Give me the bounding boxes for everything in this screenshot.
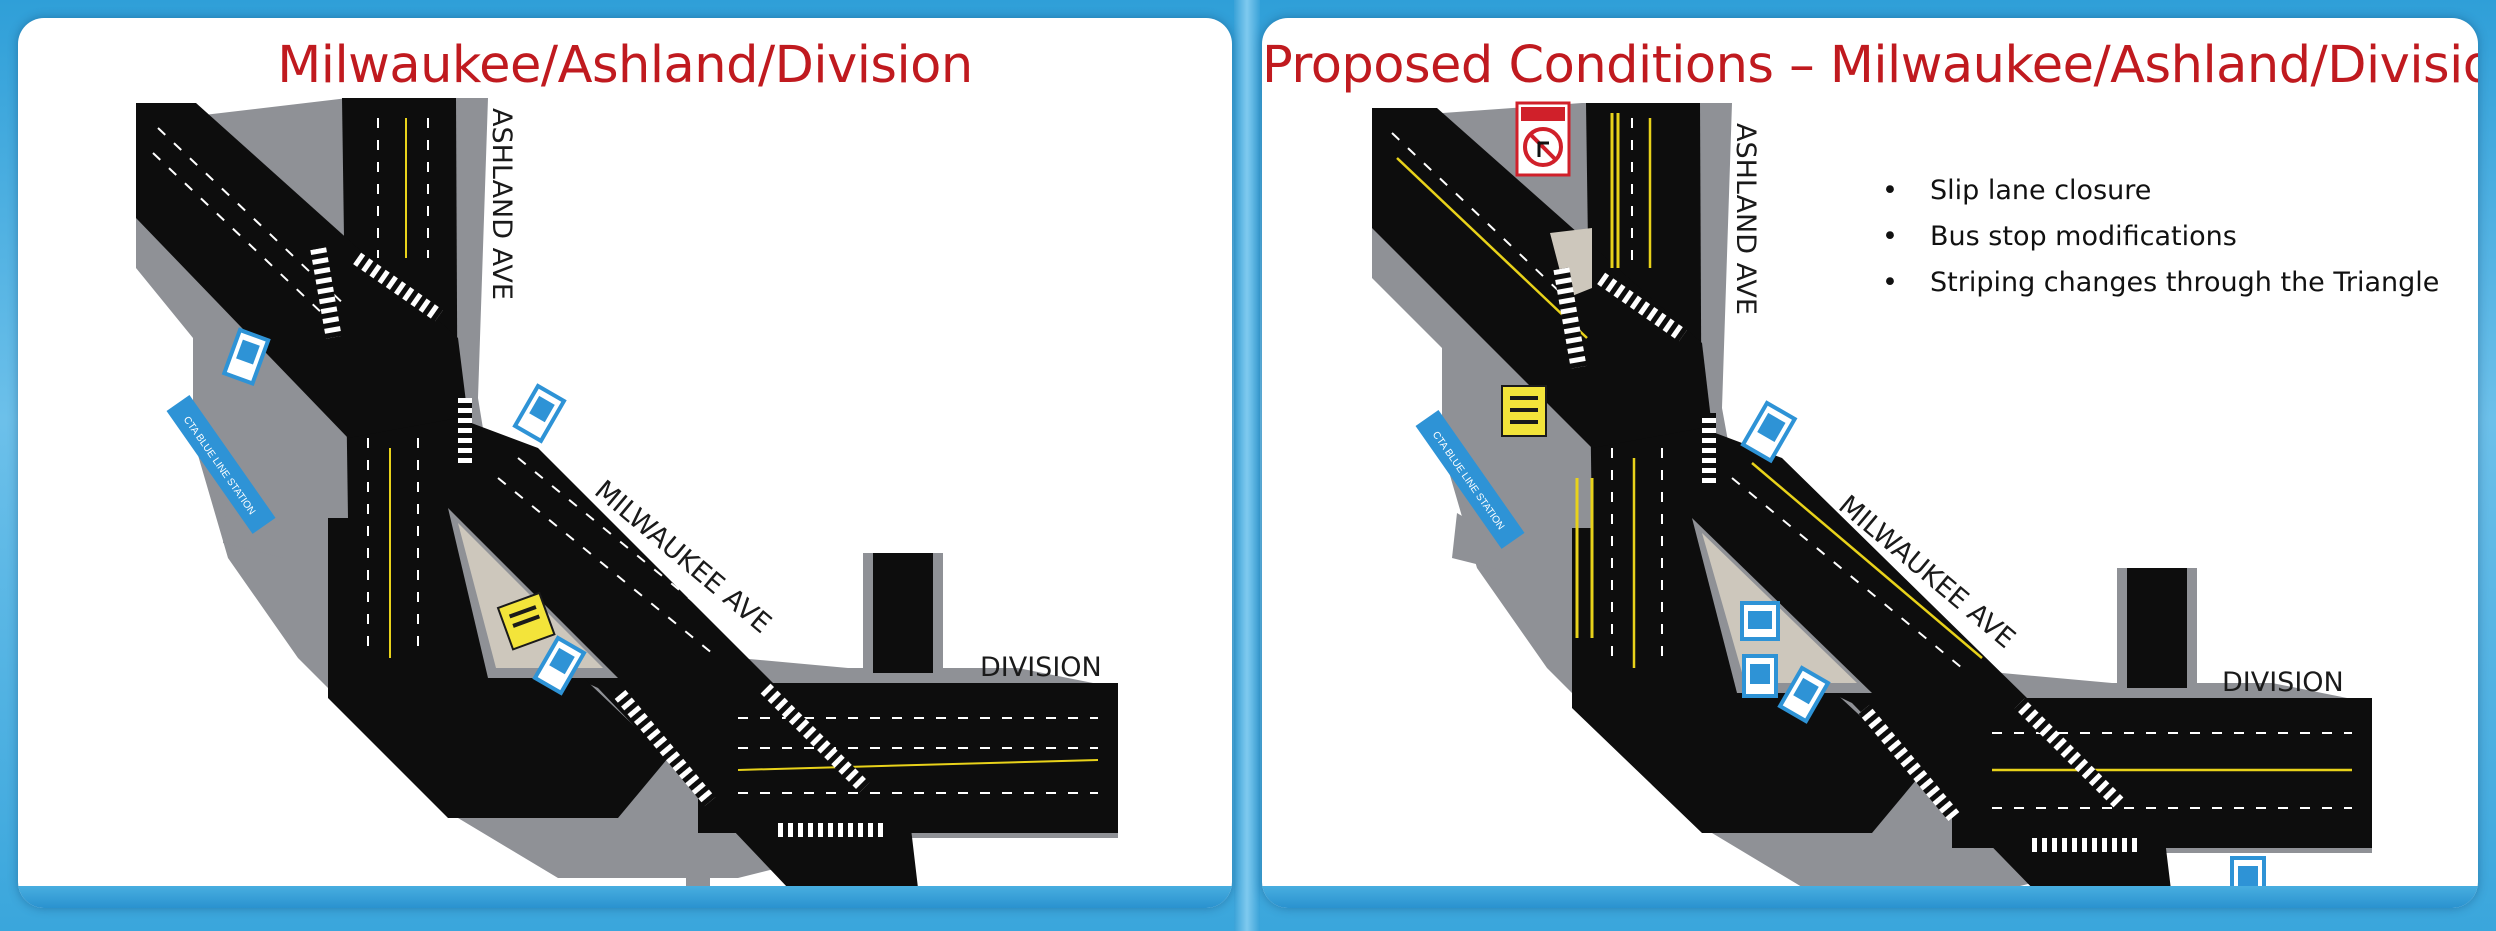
roads xyxy=(136,98,1118,888)
crosswalks xyxy=(310,247,888,837)
divvy-sign xyxy=(496,591,556,651)
bullet-item: •Striping changes through the Triangle xyxy=(1882,267,2440,298)
proposed-conditions-slide: Proposed Conditions – Milwaukee/Ashland/… xyxy=(1262,18,2478,908)
bus-stop-icon xyxy=(532,635,587,696)
existing-conditions-slide: Milwaukee/Ashland/Division xyxy=(18,18,1232,908)
slide-title: Proposed Conditions – Milwaukee/Ashland/… xyxy=(1262,36,2478,95)
ashland-ave-label: ASHLAND AVE xyxy=(1730,123,1761,315)
bus-stop-icon xyxy=(1742,654,1778,698)
slide-title: Milwaukee/Ashland/Division xyxy=(277,36,973,95)
slide-footer xyxy=(1262,886,2478,908)
bus-stop-icon xyxy=(1740,601,1780,641)
bullet-item: •Bus stop modifications xyxy=(1882,221,2237,252)
slip-lane-closure xyxy=(1550,228,1592,298)
bus-stop-icon xyxy=(221,327,271,387)
bullet-item: •Slip lane closure xyxy=(1882,175,2152,206)
proposal-bullets: •Slip lane closure •Bus stop modificatio… xyxy=(1882,168,2439,306)
divvy-sign xyxy=(1501,385,1547,437)
no-right-turn-sign xyxy=(1515,101,1571,177)
lane-markings xyxy=(152,118,1098,794)
bus-stop-icon xyxy=(1740,400,1798,464)
ashland-ave-label: ASHLAND AVE xyxy=(486,108,517,300)
division-label: DIVISION xyxy=(2222,667,2344,698)
bus-stop-icon xyxy=(512,383,567,444)
intersection-map: CTA BLUE LINE STATION ASHLAND AVE MILWAU… xyxy=(136,98,1118,888)
lane-markings xyxy=(1391,118,2352,809)
center-lines xyxy=(1396,118,2352,772)
crosswalks xyxy=(1553,267,2142,852)
intersection-map: CTA BLUE LINE STATION ASHLAND AVE MILWAU… xyxy=(1372,101,2372,902)
bus-stop-icon xyxy=(1777,665,1831,724)
bike-lane-markings xyxy=(1575,113,1620,638)
center-lines xyxy=(389,118,1099,771)
slide-divider xyxy=(1234,0,1260,931)
slide-footer xyxy=(18,886,1232,908)
division-label: DIVISION xyxy=(980,652,1102,683)
